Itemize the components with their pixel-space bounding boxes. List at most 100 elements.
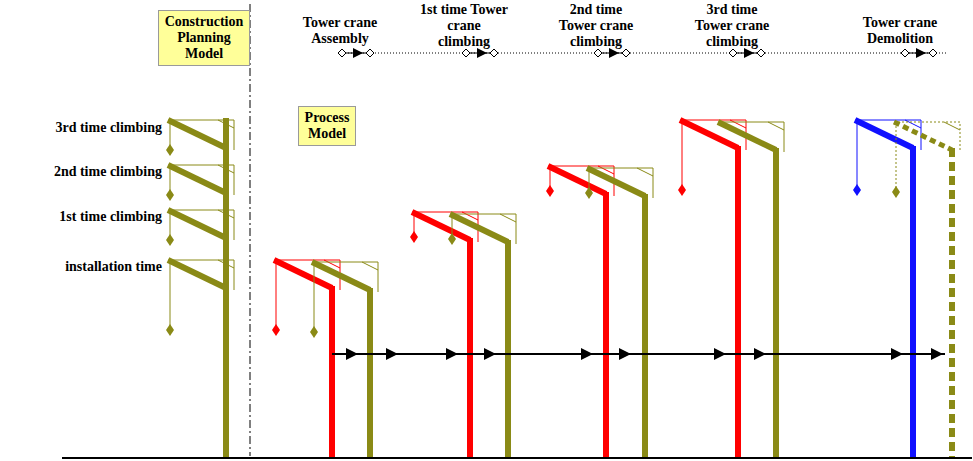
- crane-frame: [500, 214, 516, 222]
- hook-load: [678, 184, 686, 196]
- flow-arrowhead: [346, 348, 358, 360]
- crane-jib: [168, 120, 226, 148]
- tower-crane: [166, 260, 234, 336]
- model-box: Process Model: [298, 106, 357, 146]
- crane-jib: [312, 262, 370, 290]
- crane-jib: [168, 210, 226, 238]
- crane-hook: [857, 120, 858, 190]
- crane-frame: [168, 120, 234, 150]
- flow-arrowhead: [484, 348, 496, 360]
- hook-load: [853, 184, 861, 196]
- crane-frame: [168, 260, 234, 290]
- flow-arrowhead: [386, 348, 398, 360]
- crane-frame: [450, 214, 516, 244]
- crane-frame: [312, 262, 378, 292]
- schedule-label: 2nd time Tower crane climbing: [552, 2, 640, 50]
- crane-frame: [218, 260, 234, 268]
- hook-load: [585, 187, 593, 199]
- crane-frame: [218, 165, 234, 173]
- crane-frame: [548, 166, 614, 196]
- crane-jib: [450, 214, 508, 242]
- activity-node: [757, 49, 765, 57]
- crane-frame: [412, 212, 478, 242]
- activity-node: [490, 49, 498, 57]
- crane-mast: [329, 286, 335, 457]
- hook-load: [546, 185, 554, 197]
- crane-frame: [218, 210, 234, 218]
- stage-label: 2nd time climbing: [54, 164, 162, 180]
- hook-load: [166, 324, 174, 336]
- hook-load: [272, 324, 280, 336]
- crane-frame: [218, 120, 234, 128]
- schedule-label: Tower crane Demolition: [856, 15, 944, 47]
- crane-jib: [168, 260, 226, 288]
- crane-frame: [855, 120, 921, 150]
- crane-jib: [718, 122, 776, 150]
- flow-arrowhead: [446, 348, 458, 360]
- activity-node: [338, 49, 346, 57]
- activity-node: [594, 49, 602, 57]
- crane-hook: [276, 260, 277, 330]
- model-title: Construction Planning Model: [165, 14, 244, 62]
- crane-hook: [314, 262, 315, 332]
- activity-arrow: [353, 48, 363, 58]
- activity-node: [622, 49, 630, 57]
- schedule-line: [342, 53, 948, 54]
- hook-load: [310, 326, 318, 338]
- activity-arrow: [916, 48, 926, 58]
- crane-mast: [603, 192, 609, 457]
- crane-frame: [768, 122, 784, 130]
- crane-frame: [944, 122, 960, 130]
- crane-frame: [168, 210, 234, 240]
- crane-hook: [682, 120, 683, 190]
- crane-mast: [949, 148, 955, 457]
- hook-load: [166, 144, 174, 156]
- stage-label: 1st time climbing: [59, 209, 162, 225]
- schedule-label: Tower crane Assembly: [296, 15, 384, 47]
- activity-node: [729, 49, 737, 57]
- crane-frame: [274, 260, 340, 290]
- flow-arrowhead: [891, 348, 903, 360]
- model-box: Construction Planning Model: [158, 10, 251, 66]
- hook-load: [410, 231, 418, 243]
- flow-arrowhead: [714, 348, 726, 360]
- crane-jib: [894, 122, 952, 150]
- activity-node: [366, 49, 374, 57]
- crane-mast: [773, 148, 779, 457]
- tower-crane: [718, 122, 784, 152]
- crane-mast: [467, 238, 473, 457]
- model-separator: [250, 4, 251, 456]
- flow-arrowhead: [754, 348, 766, 360]
- crane-mast: [367, 288, 373, 457]
- tower-crane: [166, 210, 234, 246]
- crane-jib: [168, 165, 226, 193]
- crane-frame: [587, 168, 653, 198]
- ground-line: [62, 457, 972, 459]
- tower-crane: [166, 165, 234, 201]
- crane-frame: [637, 168, 653, 176]
- activity-arrow: [477, 48, 487, 58]
- crane-hook: [170, 260, 171, 330]
- crane-frame: [362, 262, 378, 270]
- crane-mast: [505, 240, 511, 457]
- process-flow-line: [332, 353, 945, 355]
- schedule-label: 1st time Tower crane climbing: [420, 2, 508, 50]
- activity-arrow: [609, 48, 619, 58]
- crane-mast: [642, 194, 648, 457]
- tower-crane: [166, 120, 234, 156]
- model-title: Process Model: [305, 110, 350, 142]
- hook-load: [166, 189, 174, 201]
- crane-frame: [718, 122, 784, 152]
- activity-arrow: [744, 48, 754, 58]
- crane-mast: [910, 146, 916, 457]
- crane-mast: [735, 146, 741, 457]
- flow-arrowhead: [931, 348, 943, 360]
- flow-arrowhead: [581, 348, 593, 360]
- crane-jib: [587, 168, 645, 196]
- flow-arrowhead: [619, 348, 631, 360]
- hook-load: [166, 234, 174, 246]
- schedule-label: 3rd time Tower crane climbing: [688, 2, 776, 50]
- crane-frame: [680, 120, 746, 150]
- stage-label: 3rd time climbing: [55, 120, 162, 136]
